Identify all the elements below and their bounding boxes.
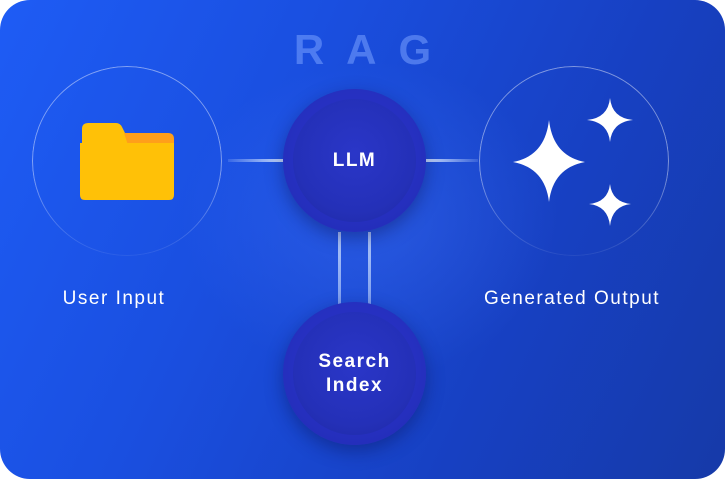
search-index-node: Search Index xyxy=(283,302,426,445)
user-input-label: User Input xyxy=(62,288,166,309)
llm-to-search-connector-left xyxy=(338,232,341,304)
sparkle-top xyxy=(587,98,633,142)
user-input-ring xyxy=(32,66,222,256)
diagram-title: RAG xyxy=(293,26,454,73)
search-index-line2: Index xyxy=(325,374,384,396)
input-to-llm-connector xyxy=(228,159,284,162)
sparkle-large xyxy=(513,120,585,202)
folder-tab xyxy=(124,133,174,145)
search-index-label: Search Index xyxy=(318,350,390,398)
generated-output-ring xyxy=(479,66,669,256)
llm-to-output-connector xyxy=(426,159,478,162)
folder-front xyxy=(80,143,174,200)
llm-node: LLM xyxy=(283,89,426,232)
folder-icon xyxy=(80,123,174,200)
sparkle-bottom xyxy=(589,184,631,226)
llm-node-label: LLM xyxy=(332,149,377,171)
sparkle-icon xyxy=(513,98,633,226)
generated-output-label: Generated Output xyxy=(483,288,661,309)
llm-to-search-connector-right xyxy=(368,232,371,304)
search-index-line1: Search xyxy=(318,350,391,372)
